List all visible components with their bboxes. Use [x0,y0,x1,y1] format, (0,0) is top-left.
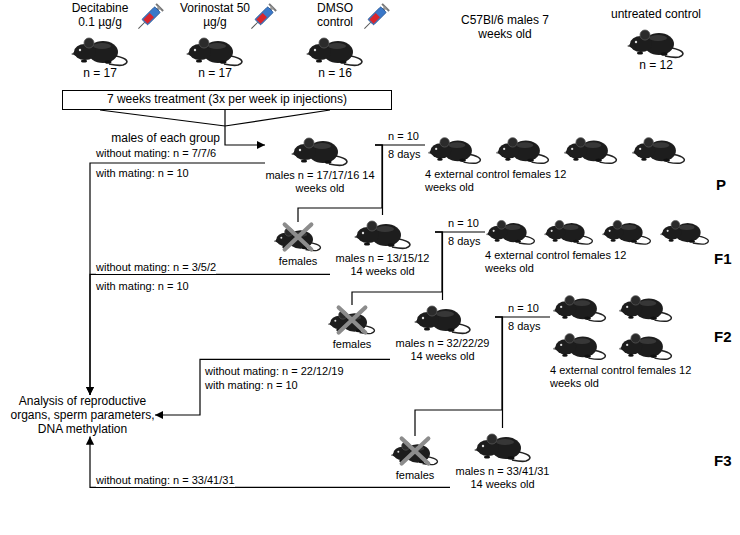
connector-line [435,232,443,300]
edge-label: without mating: n = 3/5/2 [96,261,216,274]
mouse-icon [290,132,350,166]
edge-label: without mating: n = 22/12/19 [205,365,344,378]
duration-label: 8 days [508,320,540,333]
connector-arrow [90,163,265,395]
mouse-icon [550,328,610,360]
node-text: males n = 17/17/16 14 weeks old [265,169,375,194]
node-text: females [279,255,318,268]
generation-label: F2 [714,328,732,345]
count-label: with mating: n = 10 [96,167,189,180]
generation-label: P [716,176,726,193]
edge-label: males of each group [92,132,220,146]
node-text: males n = 13/15/12 14 weeks old [330,252,435,277]
process-box: 7 weeks treatment (3x per week ip inject… [62,90,392,110]
mouse-icon [550,290,610,322]
node-text: 7 weeks treatment (3x per week ip inject… [107,93,347,107]
mouse-icon [624,24,688,58]
connector-arrow [155,359,390,415]
female-group: 4 external control females 12 weeks old [425,132,695,193]
node-text: untreated control [611,8,701,22]
node-text: 4 external control females 12 weeks old [485,249,650,274]
mouse-icon [425,132,485,164]
node-text: males n = 32/22/29 14 weeks old [390,337,495,362]
count-text: n = 17 [198,67,232,81]
male-group: males n = 33/41/31 14 weeks old [450,428,555,490]
edge-label: without mating: n = 7/7/6 [96,147,216,160]
count-label: with mating: n = 10 [205,379,298,392]
mouse-icon [601,215,653,245]
node-text: Vorinostat 50 µg/g [178,2,252,30]
mouse-icon [473,428,533,462]
mouse-icon [273,222,323,252]
mouse-icon [353,215,413,249]
count-text: n = 16 [318,67,352,81]
treatment-group: Decitabine 0.1 µg/g n = 17 [50,2,150,80]
generation-label: F3 [714,452,732,469]
edge-label: without mating: n = 33/41/31 [96,474,235,487]
mouse-icon [303,32,367,66]
generation-label: F1 [714,250,732,267]
treatment-group: Vorinostat 50 µg/g n = 17 [165,2,265,80]
node-text: Analysis of reproductive organs, sperm p… [10,395,155,436]
mouse-row [425,132,689,164]
merge-line [225,110,330,126]
mouse-icon [493,132,553,164]
merge-line [100,110,225,126]
mouse-icon [183,32,247,66]
count-text: n = 17 [83,67,117,81]
mouse-icon [413,300,473,334]
mouse-icon [390,436,440,466]
male-group: males n = 17/17/16 14 weeks old [265,132,375,194]
syringe-icon [361,3,390,32]
female-excluded: females [268,222,328,268]
mouse-row [550,290,676,360]
mouse-icon [616,328,676,360]
node-text: females [396,469,435,482]
duration-label: 8 days [388,148,420,161]
mouse-icon [629,132,689,164]
connector-line [415,317,502,436]
control-group: untreated control n = 12 [598,8,714,73]
syringe-icon [248,3,277,32]
edge-label: n = 10 [388,130,419,143]
strain-note: C57Bl/6 males 7 weeks old [455,14,555,42]
mouse-icon [485,215,537,245]
mouse-row [485,215,711,245]
node-text: females [333,338,372,351]
node-text: Decitabine 0.1 µg/g [63,2,137,30]
edge-label: n = 10 [508,302,539,315]
count-text: n = 12 [639,59,673,73]
node-text: 4 external control females 12 weeks old [550,364,710,389]
count-label: with mating: n = 10 [96,280,189,293]
node-text: DMSO control [298,2,372,30]
female-group: 4 external control females 12 weeks old [485,215,715,274]
connector-arrow [90,436,450,487]
connector-line [495,316,550,317]
node-text: males n = 33/41/31 14 weeks old [450,465,555,490]
female-group: 4 external control females 12 weeks old [550,290,710,389]
analysis-block: Analysis of reproductive organs, sperm p… [10,395,155,436]
treatment-group: DMSO control n = 16 [285,2,385,80]
mouse-icon [659,215,711,245]
duration-label: 8 days [448,235,480,248]
male-group: males n = 32/22/29 14 weeks old [390,300,495,362]
node-text: 4 external control females 12 weeks old [425,168,590,193]
mouse-icon [68,32,132,66]
mouse-icon [543,215,595,245]
connector-line [375,145,383,215]
mouse-icon [616,290,676,322]
mouse-icon [561,132,621,164]
female-excluded: females [385,436,445,482]
syringe-icon [135,3,164,32]
female-excluded: females [322,305,382,351]
mouse-icon [327,305,377,335]
edge-label: n = 10 [448,217,479,230]
connector-line [495,317,503,428]
male-group: males n = 13/15/12 14 weeks old [330,215,435,277]
connector-arrow [225,110,265,145]
